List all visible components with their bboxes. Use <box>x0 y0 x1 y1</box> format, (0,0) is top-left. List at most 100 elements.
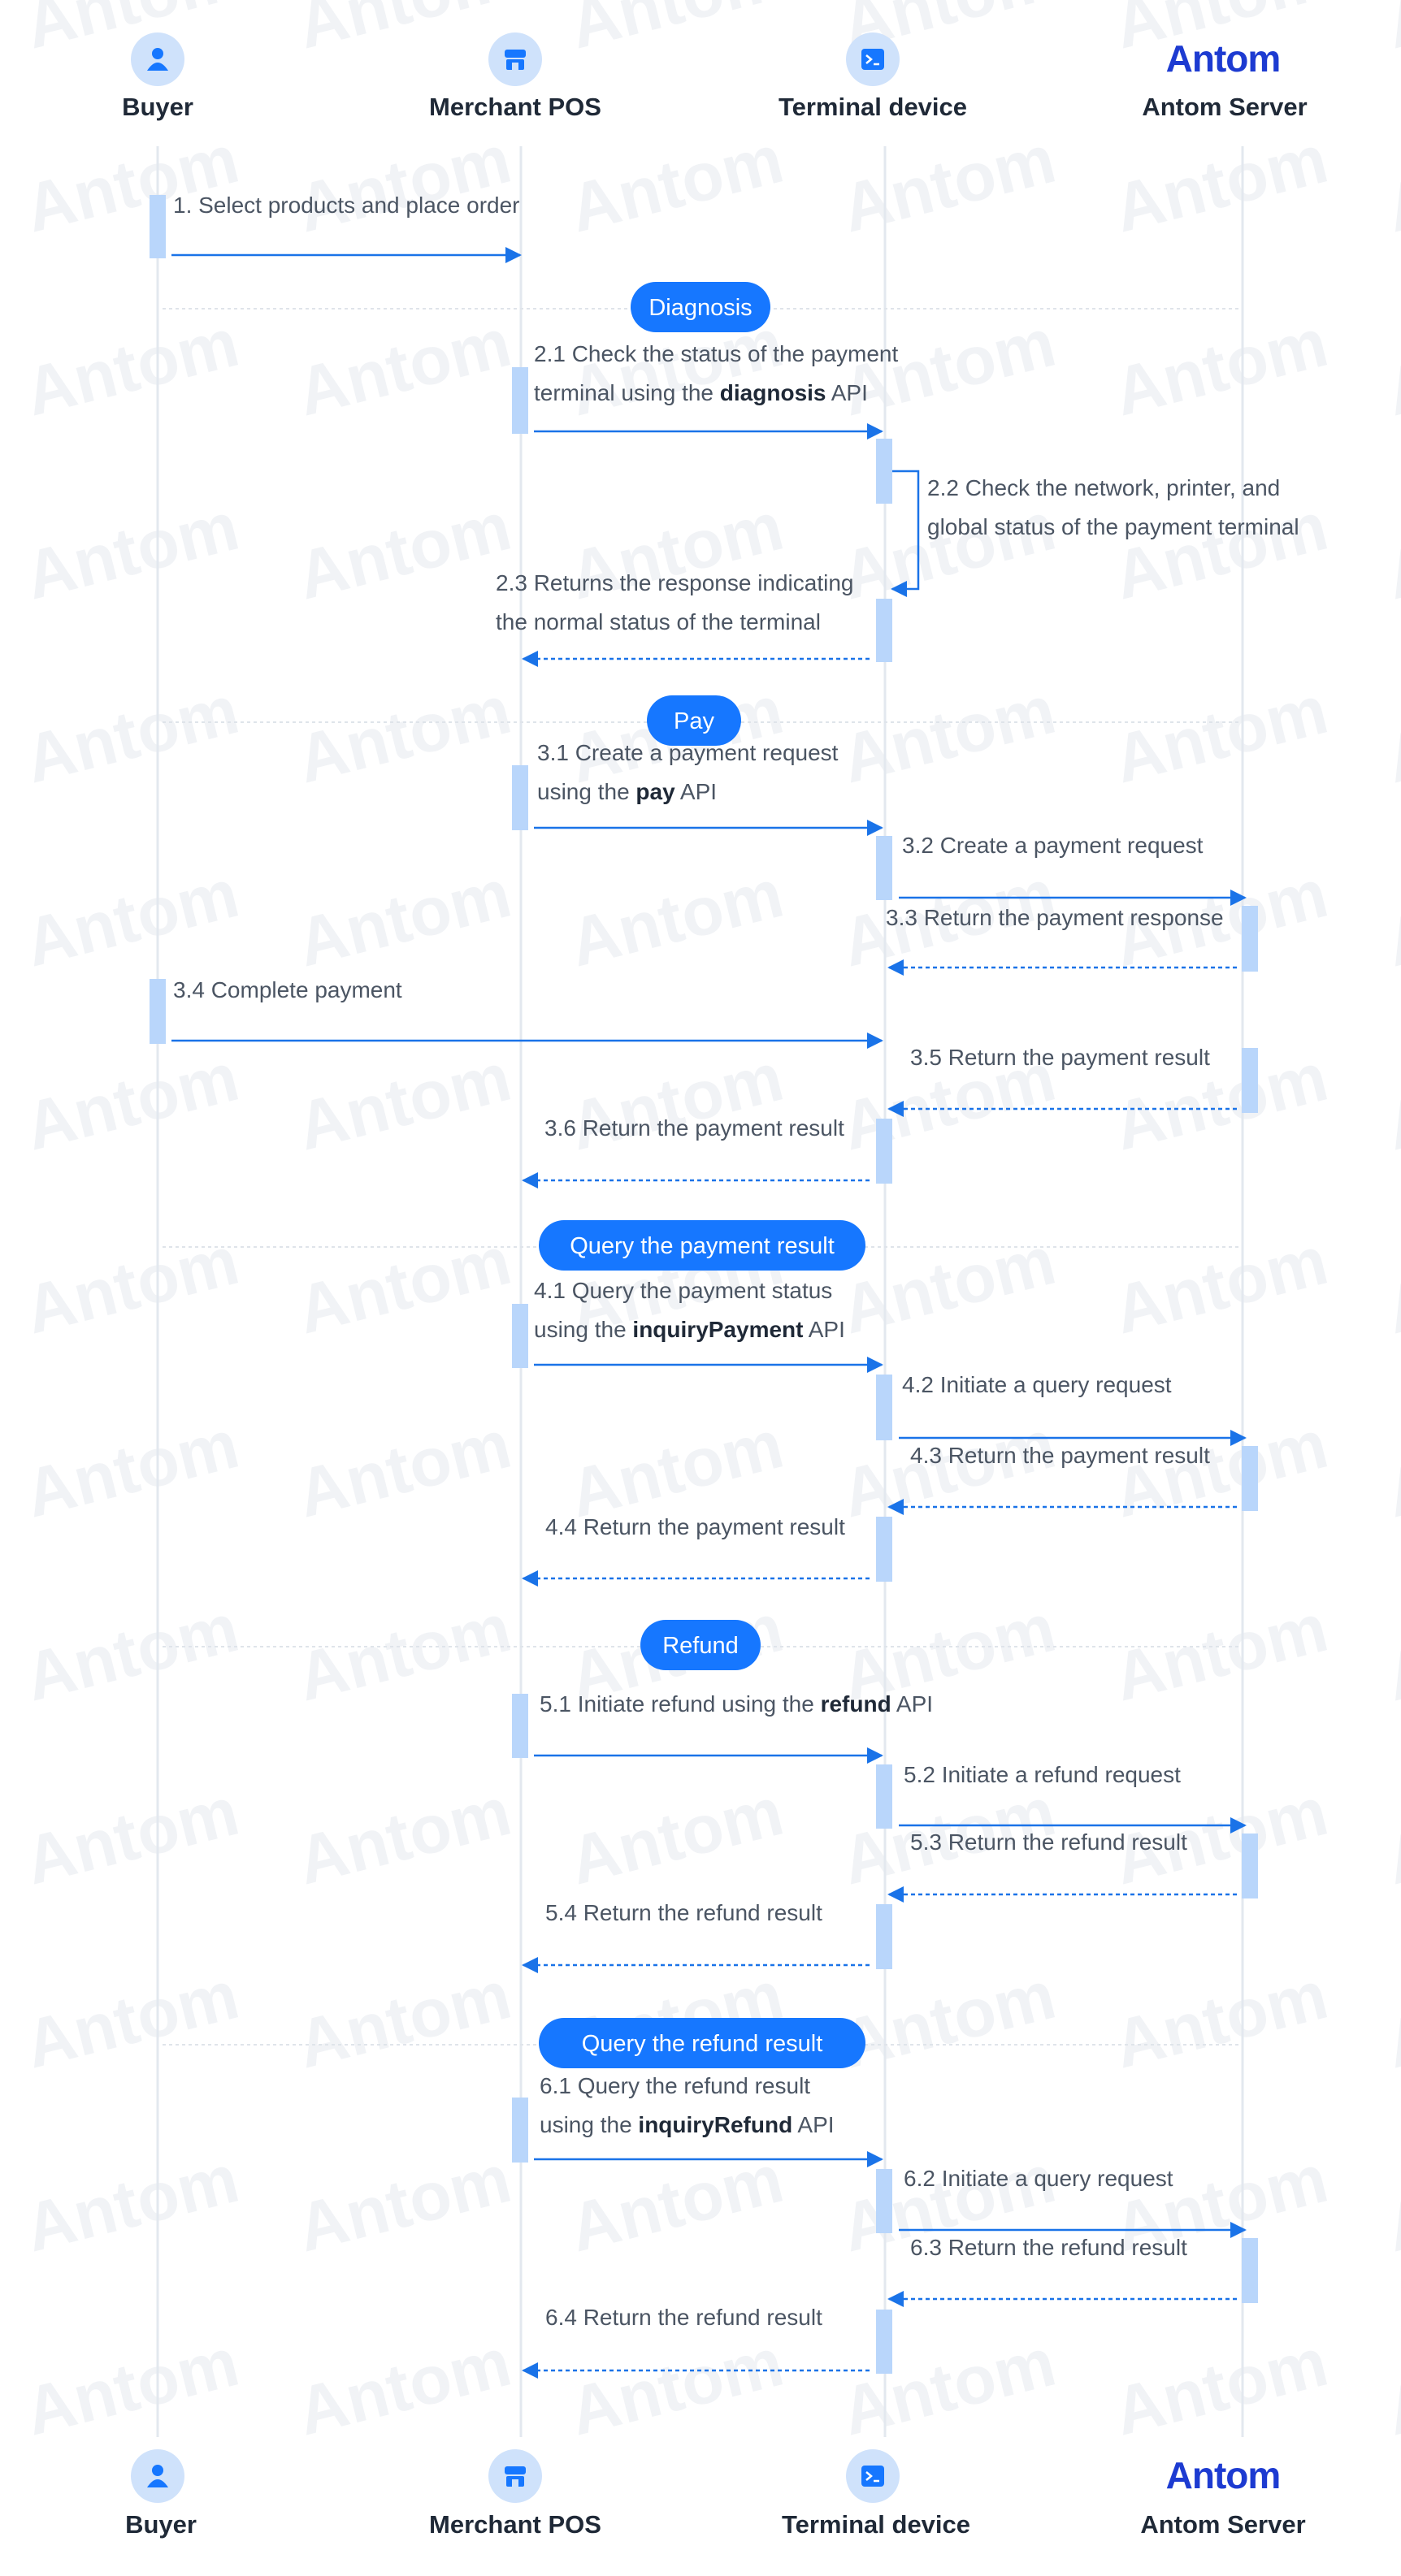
participant-buyer-header: Buyer <box>122 32 193 121</box>
message-m5-3: 5.3 Return the refund result <box>887 1829 1237 1903</box>
watermark-text: Antom <box>835 1405 1063 1532</box>
watermark-text: Antom <box>18 1405 246 1532</box>
watermark-text: Antom <box>290 1222 518 1349</box>
watermark-text: Antom <box>562 1405 791 1532</box>
message-m4-2: 4.2 Initiate a query request <box>899 1372 1247 1446</box>
participant-name: Buyer <box>125 2510 197 2539</box>
watermark-text: Antom <box>1379 1956 1401 2083</box>
watermark-text: Antom <box>290 1956 518 2083</box>
watermark-text: Antom <box>1107 1222 1335 1349</box>
activation-bar <box>1242 1834 1258 1898</box>
antom-logo: Antom <box>1166 37 1281 80</box>
message-label: 4.2 Initiate a query request <box>902 1372 1172 1397</box>
watermark-text: Antom <box>18 1038 246 1165</box>
activation-bar <box>1242 906 1258 972</box>
activation-bars <box>150 195 1258 2374</box>
watermark-text: Antom <box>1379 0 1401 63</box>
message-m4-4: 4.4 Return the payment result <box>522 1514 870 1587</box>
section-label: Query the payment result <box>570 1233 835 1259</box>
watermark-text: Antom <box>835 304 1063 431</box>
participant-name: Terminal device <box>782 2510 970 2539</box>
watermark-text: Antom <box>18 2323 246 2450</box>
message-m5-2: 5.2 Initiate a refund request <box>899 1762 1247 1834</box>
watermark-text: Antom <box>1379 487 1401 614</box>
message-m3-5: 3.5 Return the payment result <box>887 1045 1237 1117</box>
activation-bar <box>512 1304 528 1368</box>
message-label: 5.1 Initiate refund using the refund API <box>540 1691 933 1717</box>
message-m6-4: 6.4 Return the refund result <box>522 2305 870 2379</box>
watermark-text: Antom <box>18 120 246 247</box>
watermark-text: Antom <box>562 0 791 63</box>
user-icon <box>131 2449 184 2503</box>
participant-name: Terminal device <box>779 93 967 121</box>
activation-bar <box>512 765 528 830</box>
watermark-text: Antom <box>1107 1956 1335 2083</box>
message-label: 6.1 Query the refund result <box>540 2073 810 2098</box>
message-m3-2: 3.2 Create a payment request <box>899 833 1247 906</box>
message-m5-4: 5.4 Return the refund result <box>522 1900 870 1973</box>
message-label: using the inquiryPayment API <box>534 1317 845 1342</box>
participant-terminal-footer: Terminal device <box>782 2449 970 2539</box>
message-m1: 1. Select products and place order <box>171 193 522 263</box>
message-label: 4.4 Return the payment result <box>545 1514 845 1539</box>
activation-bar <box>876 1764 892 1829</box>
watermark-text: Antom <box>290 1773 518 1899</box>
watermark-text: Antom <box>290 120 518 247</box>
watermark-text: Antom <box>835 487 1063 614</box>
watermark-text: Antom <box>562 2323 791 2450</box>
section-pill <box>539 1220 865 1271</box>
watermark-text: Antom <box>290 1038 518 1165</box>
section-label: Refund <box>662 1633 739 1659</box>
watermark-text: Antom <box>1107 671 1335 798</box>
message-label: 2.2 Check the network, printer, and <box>927 475 1280 500</box>
store-icon <box>488 32 542 86</box>
watermark-text: Antom <box>835 2323 1063 2450</box>
message-label: global status of the payment terminal <box>927 514 1299 539</box>
watermark-text: Antom <box>562 855 791 981</box>
message-label: the normal status of the terminal <box>496 609 821 634</box>
watermark-text: Antom <box>1379 120 1401 247</box>
watermark-text: Antom <box>290 2323 518 2450</box>
lifelines <box>156 146 1244 2437</box>
message-label: 2.3 Returns the response indicating <box>496 570 854 595</box>
message-label: 3.5 Return the payment result <box>910 1045 1210 1070</box>
watermark-text: Antom <box>18 671 246 798</box>
messages: 1. Select products and place order 2.1 Ch… <box>171 193 1299 2379</box>
section-pill <box>539 2018 865 2068</box>
activation-bar <box>876 2169 892 2233</box>
activation-bar <box>512 367 528 434</box>
watermark-text: Antom <box>290 855 518 981</box>
watermark-text: Antom <box>1379 1405 1401 1532</box>
terminal-icon <box>846 32 900 86</box>
watermark-text: Antom <box>290 671 518 798</box>
message-m2-1: 2.1 Check the status of the paymenttermi… <box>534 341 898 439</box>
message-label: 3.3 Return the payment response <box>886 905 1224 930</box>
message-label: 1. Select products and place order <box>173 193 519 218</box>
watermark-text: Antom <box>290 2140 518 2266</box>
message-m3-4: 3.4 Complete payment <box>171 977 883 1049</box>
participant-terminal-header: Terminal device <box>779 32 967 121</box>
user-icon <box>131 32 184 86</box>
antom-logo: Antom <box>1166 2454 1281 2496</box>
message-m6-2: 6.2 Initiate a query request <box>899 2166 1247 2238</box>
watermark-text: Antom <box>18 1222 246 1349</box>
watermark-text: Antom <box>290 1405 518 1532</box>
watermark-text: Antom <box>18 2140 246 2266</box>
message-label: 3.4 Complete payment <box>173 977 402 1002</box>
watermark-text: Antom <box>290 0 518 63</box>
activation-bar <box>150 979 166 1044</box>
watermark-text: Antom <box>1107 2323 1335 2450</box>
watermark-text: Antom <box>1379 855 1401 981</box>
watermark-text: Antom <box>1379 671 1401 798</box>
watermark-text: Antom <box>1107 120 1335 247</box>
activation-bar <box>876 1375 892 1440</box>
watermark-text: Antom <box>1379 2140 1401 2266</box>
watermark-text: Antom <box>18 304 246 431</box>
